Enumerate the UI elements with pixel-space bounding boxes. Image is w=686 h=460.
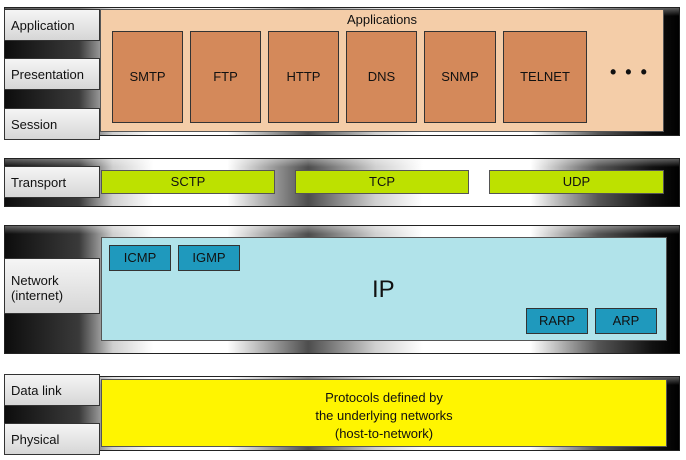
layer-label-session: Session — [4, 108, 100, 140]
layer-label-presentation: Presentation — [4, 58, 100, 90]
more-protocols-ellipsis: • • • — [610, 62, 649, 82]
layer-label-network-sub: (internet) — [11, 288, 64, 303]
applications-title: Applications — [346, 12, 418, 27]
layer-label-network-name: Network — [11, 273, 59, 288]
layer-label-physical: Physical — [4, 423, 100, 455]
protocol-http: HTTP — [268, 31, 339, 123]
protocol-rarp: RARP — [526, 308, 588, 334]
protocol-smtp: SMTP — [112, 31, 183, 123]
layer-label-data-link: Data link — [4, 374, 100, 406]
layer-label-transport: Transport — [4, 166, 100, 198]
protocol-dns: DNS — [346, 31, 417, 123]
ip-label: IP — [372, 276, 395, 303]
protocol-ftp: FTP — [190, 31, 261, 123]
protocol-igmp: IGMP — [178, 245, 240, 271]
protocol-udp: UDP — [489, 170, 664, 194]
host-to-network-line-3: (host-to-network) — [334, 426, 434, 441]
host-to-network-line-2: the underlying networks — [315, 408, 453, 423]
layer-label-network: Network (internet) — [4, 258, 100, 314]
protocol-telnet: TELNET — [503, 31, 587, 123]
host-to-network-line-1: Protocols defined by — [325, 390, 443, 405]
protocol-snmp: SNMP — [424, 31, 496, 123]
protocol-sctp: SCTP — [101, 170, 275, 194]
host-to-network-panel: Protocols defined by the underlying netw… — [101, 379, 667, 447]
protocol-icmp: ICMP — [109, 245, 171, 271]
protocol-tcp: TCP — [295, 170, 469, 194]
layer-label-application: Application — [4, 9, 100, 41]
protocol-arp: ARP — [595, 308, 657, 334]
